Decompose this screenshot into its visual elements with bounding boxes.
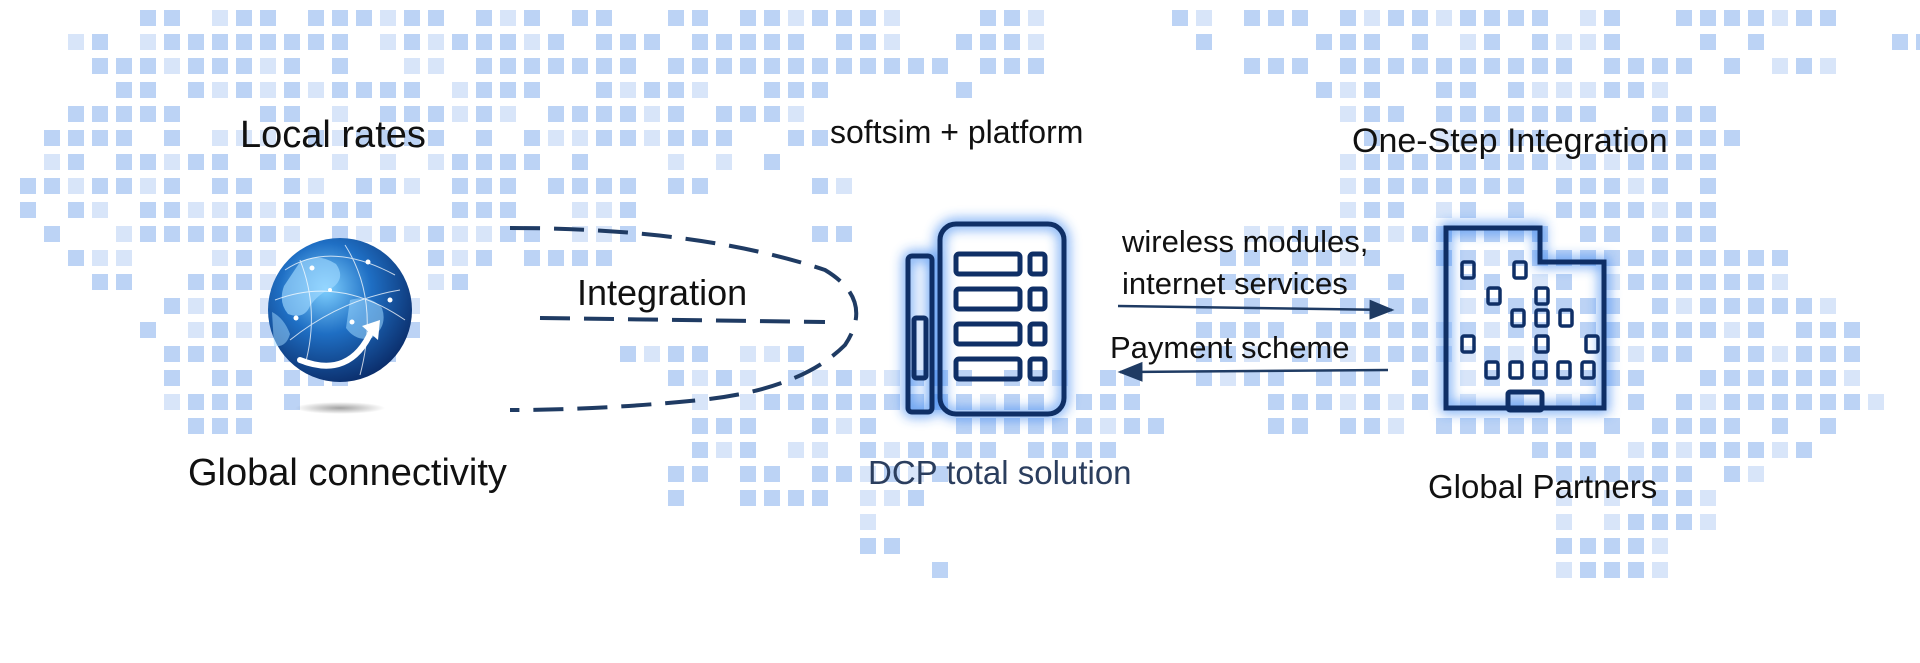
arrow-to-partners (1117, 299, 1395, 320)
integration-dashed-shape (509, 226, 859, 412)
globe-icon (268, 238, 412, 414)
sim-platform-device-icon (903, 219, 1069, 419)
global-connectivity-label: Global connectivity (188, 452, 507, 494)
one-step-integration-label: One-Step Integration (1352, 122, 1668, 160)
partner-building-icon (1441, 223, 1609, 413)
global-partners-label: Global Partners (1428, 468, 1658, 505)
internet-services-label: internet services (1122, 266, 1348, 301)
dcp-total-solution-label: DCP total solution (868, 454, 1132, 491)
arrow-to-device (1117, 361, 1389, 382)
wireless-modules-label: wireless modules, (1122, 224, 1369, 259)
softsim-platform-label: softsim + platform (830, 114, 1084, 150)
payment-scheme-label: Payment scheme (1110, 330, 1350, 365)
local-rates-label: Local rates (240, 114, 426, 156)
integration-label: Integration (577, 272, 748, 313)
